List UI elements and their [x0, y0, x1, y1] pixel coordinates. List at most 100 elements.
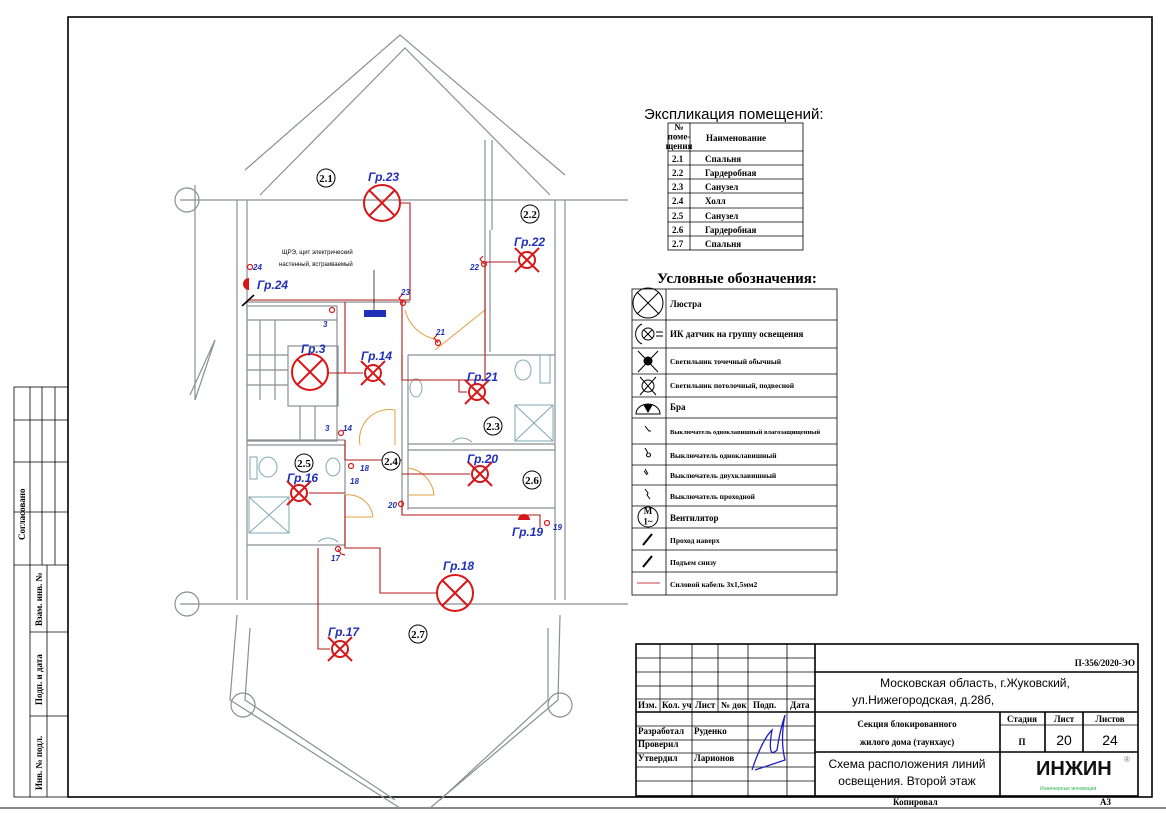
switch-number: 14	[343, 424, 352, 433]
role-name: Руденко	[694, 726, 727, 736]
room-name: Спальня	[705, 239, 741, 249]
col-header: Лист	[695, 700, 716, 710]
chandelier-icon	[291, 353, 329, 391]
group-label: Гр.22	[514, 235, 545, 249]
col-header: № док	[721, 700, 747, 710]
switch-number: 3	[325, 424, 330, 433]
replace-inv-label: Взам. инв. №	[34, 572, 44, 626]
room-number: 2.3	[486, 421, 500, 433]
rise-from-below-icon	[642, 555, 653, 568]
col-header: Подп.	[753, 700, 776, 710]
switch-double-icon	[643, 468, 649, 476]
object-title: Секция блокированного	[857, 719, 957, 729]
sign-date-label: Подп. и дата	[34, 654, 44, 705]
wall-light-icon	[518, 514, 530, 520]
legend-label: Выключатель одноклавишный влагозащищенны…	[670, 429, 820, 436]
room-number: 2.1	[319, 173, 333, 185]
object-title: жилого дома (таунхаус)	[860, 737, 954, 747]
stage-value: П	[1018, 737, 1025, 747]
fan-glyph-sub: 1~	[643, 517, 653, 527]
switch-passthrough-icon	[644, 488, 651, 500]
legend-label: ИК датчик на группу освещения	[670, 329, 804, 339]
pass-up-icon	[642, 533, 653, 546]
legend-label: Люстра	[670, 299, 702, 309]
switch-number: 17	[331, 554, 340, 563]
inv-orig-label: Инв. № подл.	[34, 736, 44, 790]
side-stamp: Согласовано Взам. инв. № Подп. и дата Ин…	[13, 386, 69, 798]
spot-light-icon	[637, 350, 659, 373]
floor-plan: ЩРЭ, щит электрический настенный, встраи…	[174, 34, 628, 809]
group-label: Гр.20	[467, 452, 498, 466]
switch-single-icon	[644, 447, 651, 458]
legend-label: Вентилятор	[670, 513, 719, 523]
room-num: 2.7	[672, 239, 684, 249]
switch-number: 3	[323, 320, 328, 329]
col-header: Дата	[790, 700, 810, 710]
group-label: Гр.21	[467, 370, 498, 384]
room-num: 2.3	[672, 182, 684, 192]
group-label: Гр.18	[443, 559, 474, 573]
group-label: Гр.17	[328, 625, 360, 639]
col-header: Изм.	[638, 700, 657, 710]
chandelier-icon	[363, 184, 401, 222]
registered-mark: ®	[1124, 755, 1130, 764]
legend-label: Бра	[670, 402, 686, 412]
legend-label: Выключатель проходной	[670, 492, 756, 501]
header-num: щения	[666, 141, 693, 151]
room-num: 2.4	[672, 196, 684, 206]
group-label: Гр.16	[287, 471, 318, 485]
switch-number: 18	[350, 477, 359, 486]
legend-title: Условные обозначения:	[657, 271, 817, 287]
room-name: Гардеробная	[705, 168, 757, 178]
room-num: 2.1	[672, 154, 684, 164]
header-name: Наименование	[706, 133, 766, 143]
room-number: 2.6	[525, 475, 539, 487]
group-label: Гр.14	[361, 349, 392, 363]
room-num: 2.5	[672, 211, 684, 221]
electrical-panel	[364, 310, 386, 317]
format-label: А3	[1100, 797, 1111, 807]
room-num: 2.6	[672, 225, 684, 235]
group-label: Гр.3	[301, 342, 326, 356]
panel-label-2: настенный, встраиваемый	[279, 261, 353, 268]
signature	[751, 714, 786, 771]
pass-up-icon	[241, 294, 255, 307]
group-label: Гр.24	[257, 278, 288, 292]
legend-label: Выключатель двухклавишный	[670, 471, 777, 480]
role-label: Утвердил	[638, 753, 678, 763]
switch-number: 24	[252, 263, 262, 272]
room-number: 2.7	[411, 629, 425, 641]
switch-number: 20	[387, 501, 397, 510]
room-num: 2.2	[672, 168, 684, 178]
sheet-title: освещения. Второй этаж	[838, 774, 975, 788]
ceiling-light-icon	[286, 480, 312, 506]
logo-subtext: Инженерные инновации	[1040, 786, 1096, 792]
legend-label: Светильник точечный обычный	[670, 357, 782, 366]
role-name: Ларионов	[694, 753, 734, 763]
fan-glyph: M	[644, 506, 653, 516]
role-label: Разработал	[638, 726, 684, 736]
explication-title: Экспликация помещений:	[644, 106, 824, 123]
legend-label: Подъем снизу	[670, 558, 717, 567]
switch-waterproof-icon	[644, 425, 651, 432]
doc-code: П-356/2020-ЭО	[1075, 658, 1135, 668]
ceiling-light-icon	[514, 247, 540, 273]
legend-label: Силовой кабель 3х1,5мм2	[670, 580, 758, 589]
room-number: 2.5	[297, 458, 311, 470]
group-label: Гр.19	[512, 525, 543, 539]
stage-header: Стадия	[1007, 714, 1037, 724]
wall-light-icon	[243, 278, 249, 290]
sheets-header: Листов	[1095, 714, 1124, 724]
room-name: Гардеробная	[705, 225, 757, 235]
room-name: Спальня	[705, 154, 741, 164]
explication-table: Экспликация помещений: № помe- щения Наи…	[644, 106, 824, 251]
sheet-value: 20	[1056, 732, 1072, 748]
ceiling-light-icon	[360, 360, 386, 386]
ceiling-light-icon	[327, 636, 353, 662]
room-name: Санузел	[705, 182, 738, 192]
legend-table: Условные обозначения: M 1~	[631, 271, 838, 596]
room-number: 2.4	[384, 456, 398, 468]
switch-icons	[246, 255, 551, 556]
logo-text: ИНЖИН	[1036, 758, 1112, 780]
header-num: №	[674, 122, 683, 132]
